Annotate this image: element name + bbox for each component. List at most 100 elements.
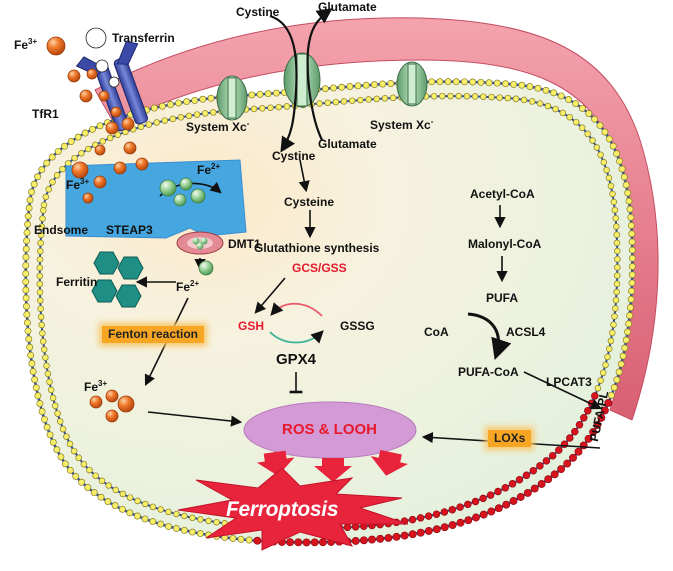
lipid-bead (444, 78, 452, 86)
lipid-bead (38, 166, 46, 174)
lipid-bead-red (537, 480, 546, 488)
lipid-bead (607, 391, 615, 399)
fe3-iron-ball-icon (67, 69, 81, 83)
gsh-to-gssg-arrow (269, 330, 324, 344)
lipid-bead (614, 255, 621, 263)
lipid-bead (628, 287, 636, 295)
lipid-bead (615, 368, 623, 376)
lipid-bead (22, 261, 30, 269)
lipid-bead (611, 313, 618, 320)
lipid-bead (275, 103, 282, 111)
lipid-bead-red (432, 525, 441, 534)
lipid-bead-red (302, 538, 311, 547)
lipid-bead (22, 245, 30, 253)
lipid-bead (36, 289, 44, 296)
gssg-to-gsh-arrow (270, 302, 323, 317)
lipid-bead (118, 505, 126, 513)
system-xc-label-2: System Xc- (370, 117, 434, 132)
fe2-green-ball-icon (179, 177, 193, 191)
lipid-bead-red (569, 453, 577, 462)
lipid-bead (589, 137, 596, 144)
lipid-bead (605, 174, 613, 182)
lipid-bead (626, 205, 634, 213)
lipid-bead (584, 130, 591, 138)
lipid-bead (173, 510, 180, 518)
lipid-bead (622, 181, 630, 189)
lipid-bead (49, 178, 56, 186)
lipid-bead-red (508, 480, 517, 488)
system-xc-transporter-icon (396, 61, 428, 107)
lipid-bead (111, 502, 119, 510)
lipid-bead (493, 79, 501, 87)
lipid-bead (39, 329, 46, 337)
lipid-bead (78, 478, 86, 486)
lipid-bead-red (318, 538, 327, 547)
lipid-bead (213, 518, 220, 526)
lipid-bead (177, 114, 185, 121)
lipid-bead (452, 78, 460, 86)
lipid-bead (119, 490, 127, 498)
lipid-bead (40, 207, 47, 214)
lipid-bead (45, 186, 52, 193)
loxs-badge: LOXs (488, 430, 532, 448)
lipid-bead (34, 173, 42, 181)
fe3-iron-ball-icon (105, 121, 119, 135)
lipid-bead (338, 83, 346, 91)
lipid-bead-red (472, 513, 480, 522)
iron-particles (46, 27, 214, 423)
lipid-bead (272, 89, 280, 97)
lipid-bead (267, 104, 274, 111)
lipid-bead (518, 81, 526, 89)
fe3-iron-ball-icon (86, 68, 98, 80)
coa-label: CoA (424, 325, 449, 339)
lipid-bead (86, 466, 93, 474)
lipid-bead (627, 295, 635, 303)
lipid-bead (26, 196, 34, 204)
lipid-bead (157, 506, 164, 513)
lipid-bead (617, 360, 625, 368)
lipid-bead (97, 493, 105, 501)
lipid-bead-red (575, 421, 584, 429)
lipid-bead (625, 197, 633, 205)
lipid-bead (61, 142, 68, 150)
lipid-bead (149, 518, 157, 526)
lipid-bead-red (456, 503, 464, 511)
lipid-bead (455, 92, 462, 100)
lipid-bead (520, 96, 528, 104)
lipid-bead (534, 84, 542, 92)
lipid-bead (599, 369, 607, 376)
lipid-bead (92, 472, 99, 479)
lipid-bead-red (253, 536, 262, 545)
fe3-iron-ball-icon (71, 161, 89, 179)
lipid-bead (628, 238, 636, 246)
lipid-bead (37, 248, 44, 255)
lipid-bead (348, 97, 356, 104)
lipid-bead (613, 376, 621, 384)
lipid-bead-red (384, 533, 393, 542)
glutathione-synthesis-label: Glutathione synthesis (254, 241, 380, 255)
lipid-bead (199, 95, 207, 103)
lipid-bead-red (523, 488, 532, 497)
lipid-bead (447, 92, 454, 100)
lipid-bead (37, 297, 44, 304)
lipid-bead (628, 246, 636, 254)
lipid-bead (98, 477, 106, 485)
lipid-bead (43, 159, 51, 167)
lipid-bead (624, 328, 631, 336)
ros-looh-label: ROS & LOOH (282, 421, 378, 438)
lipid-bead-red (548, 451, 557, 460)
lipid-bead (114, 131, 121, 139)
lipid-bead (542, 86, 550, 94)
lipid-bead (42, 193, 50, 201)
fe3-iron-ball-icon (79, 89, 93, 103)
lipid-bead (237, 535, 245, 543)
ferroptosis-burst-icon (177, 467, 409, 551)
lipid-bead (53, 172, 61, 179)
lipid-bead (80, 460, 88, 468)
lipid-bead-red (566, 434, 574, 442)
lipid-bead-red (555, 446, 563, 454)
lipid-bead (51, 402, 59, 410)
lipid-bead-red (550, 470, 559, 479)
lipid-bead (205, 517, 212, 525)
lipid-bead (601, 128, 609, 136)
